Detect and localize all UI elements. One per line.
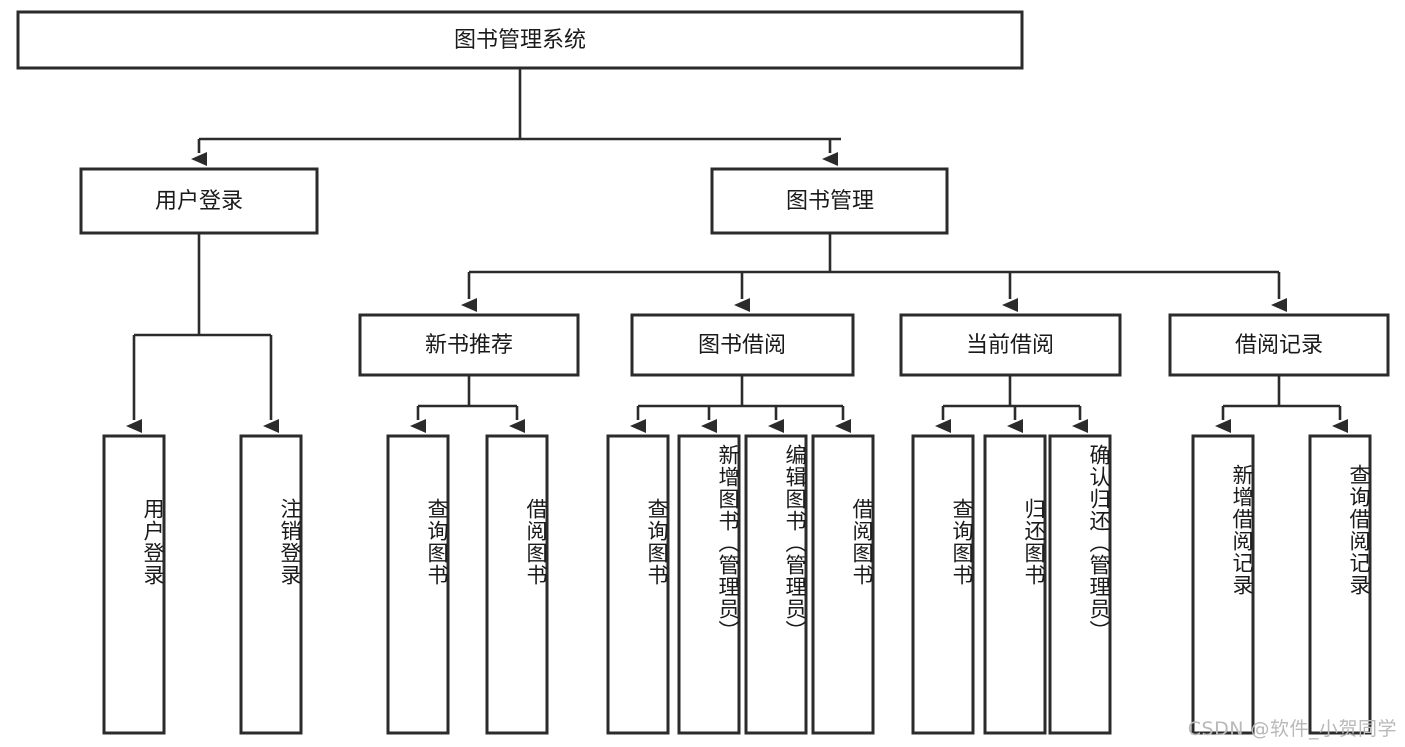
leaf-box-add-book-admin xyxy=(677,434,741,735)
connector-new-books-to-leaves xyxy=(410,375,525,433)
node-book-management[interactable]: 图书管理 xyxy=(710,167,949,235)
node-user-login[interactable]: 用户登录 xyxy=(79,167,319,235)
connector-root-to-level2 xyxy=(191,68,841,166)
node-root[interactable]: 图书管理系统 xyxy=(16,10,1024,70)
node-user-login-label: 用户登录 xyxy=(155,189,243,214)
leaf-box-query-books-nb xyxy=(386,434,450,735)
leaf-box-confirm-return xyxy=(1048,434,1112,735)
leaf-box-query-record xyxy=(1308,434,1372,735)
node-borrow-records[interactable]: 借阅记录 xyxy=(1168,313,1390,377)
connector-book-mgmt-to-level3 xyxy=(461,233,1287,312)
node-current-borrow-label: 当前借阅 xyxy=(966,333,1054,358)
connector-current-borrow-to-leaves xyxy=(935,375,1088,433)
node-book-borrow-label: 图书借阅 xyxy=(698,333,786,358)
connector-borrow-to-leaves xyxy=(630,375,851,433)
leaf-box-user-login xyxy=(102,434,166,735)
leaf-box-query-books-bb xyxy=(606,434,670,735)
leaf-box-query-books-cb xyxy=(911,434,975,735)
node-book-borrow[interactable]: 图书借阅 xyxy=(630,313,855,377)
connector-records-to-leaves xyxy=(1215,375,1348,433)
csdn-watermark: CSDN @软件_小贺同学 xyxy=(1187,718,1397,740)
node-root-label: 图书管理系统 xyxy=(454,28,586,53)
node-borrow-records-label: 借阅记录 xyxy=(1235,333,1323,358)
leaf-box-add-record xyxy=(1191,434,1255,735)
leaf-box-edit-book-admin xyxy=(744,434,808,735)
leaf-boxes xyxy=(102,434,1372,735)
node-book-management-label: 图书管理 xyxy=(786,189,874,214)
leaf-box-borrow-books-nb xyxy=(485,434,549,735)
connector-user-login-to-leaves xyxy=(126,233,279,433)
node-new-book-recommend-label: 新书推荐 xyxy=(425,333,513,358)
leaf-box-logout xyxy=(239,434,303,735)
node-new-book-recommend[interactable]: 新书推荐 xyxy=(358,313,580,377)
node-current-borrow[interactable]: 当前借阅 xyxy=(899,313,1122,377)
leaf-box-return-books xyxy=(983,434,1047,735)
leaf-box-borrow-books-bb xyxy=(811,434,875,735)
